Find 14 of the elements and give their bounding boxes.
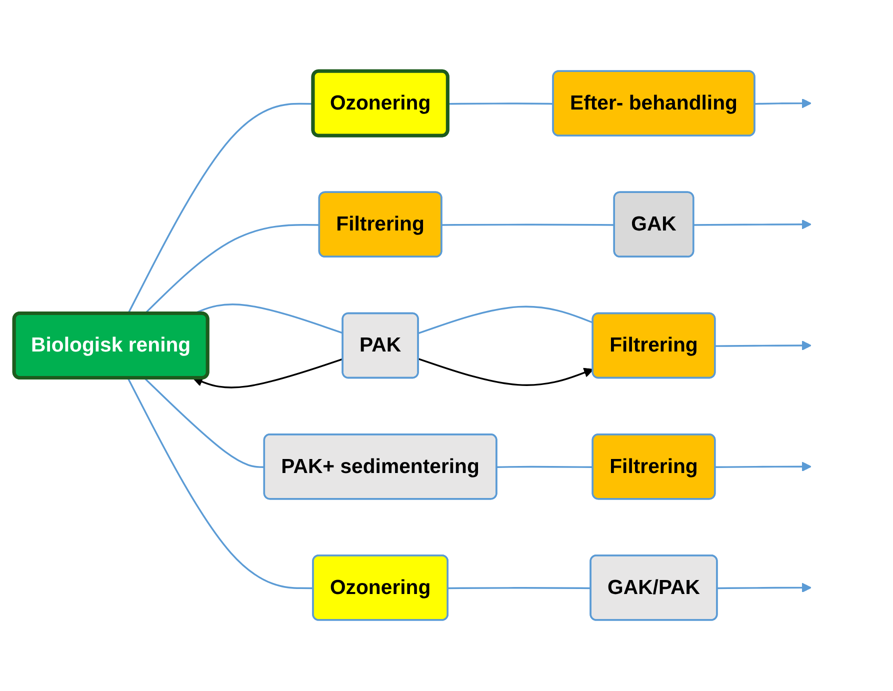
arrow bbox=[715, 462, 812, 472]
arrow bbox=[717, 582, 812, 593]
arrow bbox=[418, 358, 594, 386]
connector bbox=[496, 466, 594, 468]
connector bbox=[442, 224, 615, 226]
connector bbox=[127, 378, 314, 590]
arrow bbox=[755, 98, 812, 108]
arrow bbox=[192, 358, 344, 388]
connector bbox=[144, 378, 265, 468]
connector bbox=[448, 587, 592, 590]
connector bbox=[448, 102, 554, 105]
connector bbox=[418, 306, 594, 334]
arrow bbox=[715, 340, 812, 350]
arrow bbox=[694, 219, 812, 230]
